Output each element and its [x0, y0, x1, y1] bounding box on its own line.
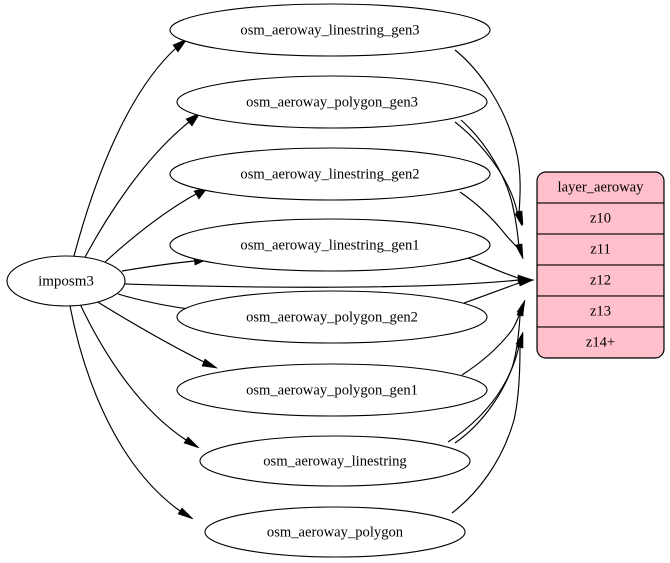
layer_aeroway-z11-label: z11: [590, 241, 611, 257]
node-osm_aeroway_linestring_gen3-shape[interactable]: [169, 3, 491, 57]
edge-imposm3-to-osm_aeroway_polygon: [69, 305, 194, 520]
node-osm_aeroway_polygon_gen2-shape[interactable]: [176, 290, 488, 344]
layer_aeroway-outline: [536, 171, 665, 359]
node-osm_aeroway_polygon-shape[interactable]: [204, 506, 466, 558]
edge-imposm3-to-osm_aeroway_polygon_gen1: [95, 300, 219, 369]
edge-osm_aeroway_linestring_gen1-to-layer_aeroway-z12: [467, 257, 534, 283]
node-osm_aeroway_linestring_gen1[interactable]: osm_aeroway_linestring_gen1: [169, 218, 491, 272]
node-osm_aeroway_polygon_gen3[interactable]: osm_aeroway_polygon_gen3: [176, 75, 488, 129]
layer_aeroway-z14-label: z14+: [586, 334, 615, 350]
node-osm_aeroway_linestring_gen1-label: osm_aeroway_linestring_gen1: [240, 237, 419, 253]
node-imposm3-shape[interactable]: [6, 255, 126, 307]
node-osm_aeroway_polygon_gen1-label: osm_aeroway_polygon_gen1: [246, 382, 418, 398]
layer_aeroway-z10-label: z10: [590, 210, 611, 226]
node-osm_aeroway_linestring_gen1-shape[interactable]: [169, 218, 491, 272]
node-osm_aeroway_linestring-shape[interactable]: [199, 435, 471, 487]
edge-imposm3-to-layer_aeroway-z12: [124, 276, 535, 288]
node-imposm3-label: imposm3: [38, 273, 94, 289]
node-osm_aeroway_linestring_gen2[interactable]: osm_aeroway_linestring_gen2: [169, 147, 491, 201]
node-osm_aeroway_polygon[interactable]: osm_aeroway_polygon: [204, 506, 466, 558]
node-osm_aeroway_linestring[interactable]: osm_aeroway_linestring: [199, 435, 471, 487]
node-layer_aeroway[interactable]: layer_aeroway z10 z11 z12 z13 z14+: [536, 171, 665, 359]
node-osm_aeroway_linestring_gen3[interactable]: osm_aeroway_linestring_gen3: [169, 3, 491, 57]
edge-imposm3-to-osm_aeroway_linestring: [79, 303, 200, 449]
edge-osm_aeroway_linestring_gen2-to-layer_aeroway-z11: [459, 191, 524, 260]
node-osm_aeroway_polygon_gen3-label: osm_aeroway_polygon_gen3: [246, 94, 418, 110]
node-osm_aeroway_polygon_gen1-shape[interactable]: [176, 363, 488, 417]
node-osm_aeroway_polygon_gen3-shape[interactable]: [176, 75, 488, 129]
layer_aeroway-z13-label: z13: [590, 303, 611, 319]
node-osm_aeroway_polygon_gen1[interactable]: osm_aeroway_polygon_gen1: [176, 363, 488, 417]
layer_aeroway-z12-label: z12: [590, 272, 611, 288]
layer_aeroway-header-label: layer_aeroway: [558, 179, 645, 195]
edge-osm_aeroway_polygon-to-layer_aeroway-z14: [451, 333, 524, 514]
edge-osm_aeroway_polygon_gen3-to-layer_aeroway-z10: [454, 121, 523, 227]
node-osm_aeroway_polygon_gen2-label: osm_aeroway_polygon_gen2: [246, 309, 418, 325]
node-osm_aeroway_polygon_gen2[interactable]: osm_aeroway_polygon_gen2: [176, 290, 488, 344]
node-osm_aeroway_linestring_gen3-label: osm_aeroway_linestring_gen3: [240, 22, 419, 38]
node-imposm3[interactable]: imposm3: [6, 255, 126, 307]
node-osm_aeroway_linestring-label: osm_aeroway_linestring: [263, 453, 407, 469]
node-osm_aeroway_polygon-label: osm_aeroway_polygon: [267, 524, 404, 540]
edge-imposm3-to-osm_aeroway_polygon_gen3: [83, 112, 201, 260]
node-osm_aeroway_linestring_gen2-shape[interactable]: [169, 147, 491, 201]
edge-imposm3-to-osm_aeroway_linestring_gen1: [121, 257, 209, 272]
edge-imposm3-to-osm_aeroway_linestring_gen3: [73, 38, 188, 257]
edge-osm_aeroway_polygon_gen2-to-layer_aeroway-z12: [463, 279, 534, 304]
node-osm_aeroway_linestring_gen2-label: osm_aeroway_linestring_gen2: [240, 166, 419, 182]
layer_aeroway-row-z14[interactable]: [537, 326, 664, 358]
